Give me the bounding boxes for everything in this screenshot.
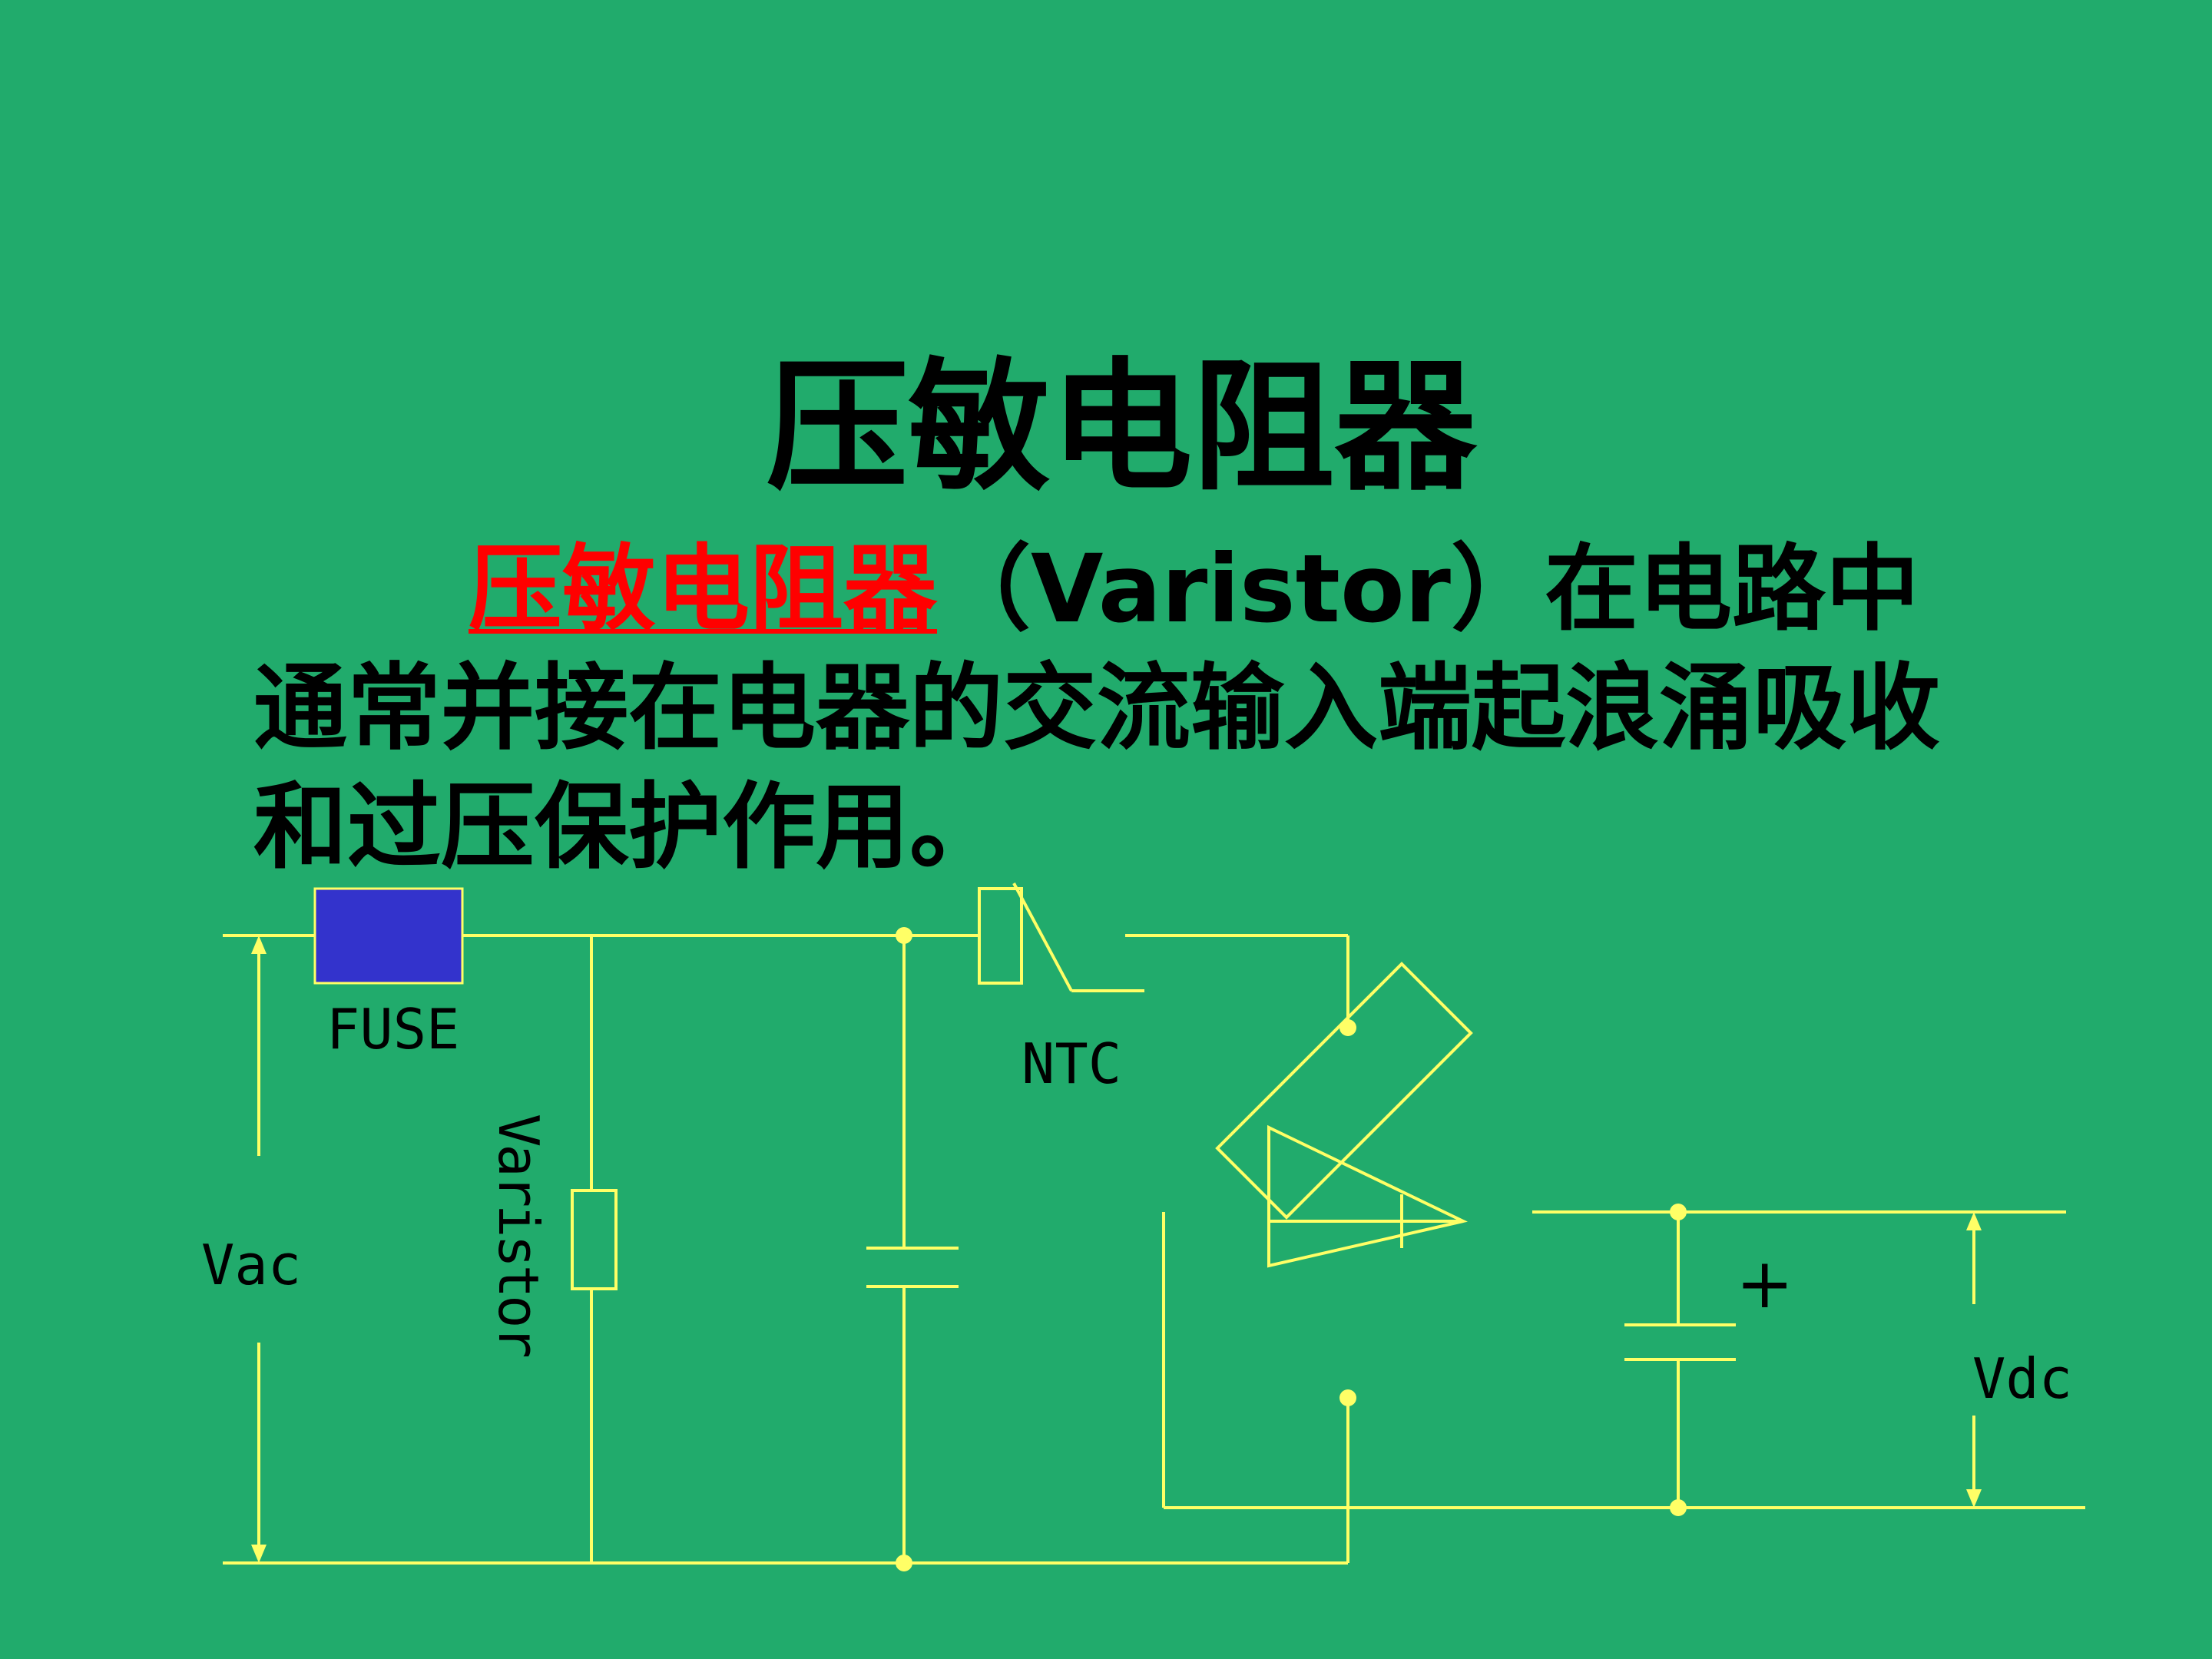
fuse-component [313,887,464,985]
ntc-label: NTC [1022,1031,1121,1096]
ntc-component [978,887,1023,985]
plus-sign-label: + [1736,1243,1793,1324]
varistor-highlight: 压敏电阻器 [469,535,937,644]
vac-label: Vac [201,1233,301,1297]
junction-dots [896,927,1687,1571]
circuit-wires [223,882,2085,1565]
description-paragraph: 压敏电阻器（Varistor）在电路中通常并接在电器的交流输入端起浪涌吸收和过压… [253,530,1989,887]
fuse-label: FUSE [326,997,459,1061]
varistor-component [571,1189,618,1290]
voltage-arrows [251,935,1982,1563]
description-text: （Varistor）在电路中通常并接在电器的交流输入端起浪涌吸收和过压保护作用。 [253,535,1940,882]
slide-title: 压敏电阻器 [766,344,1477,510]
vdc-label: Vdc [1972,1346,2072,1411]
varistor-label: Varistor [486,1114,551,1356]
